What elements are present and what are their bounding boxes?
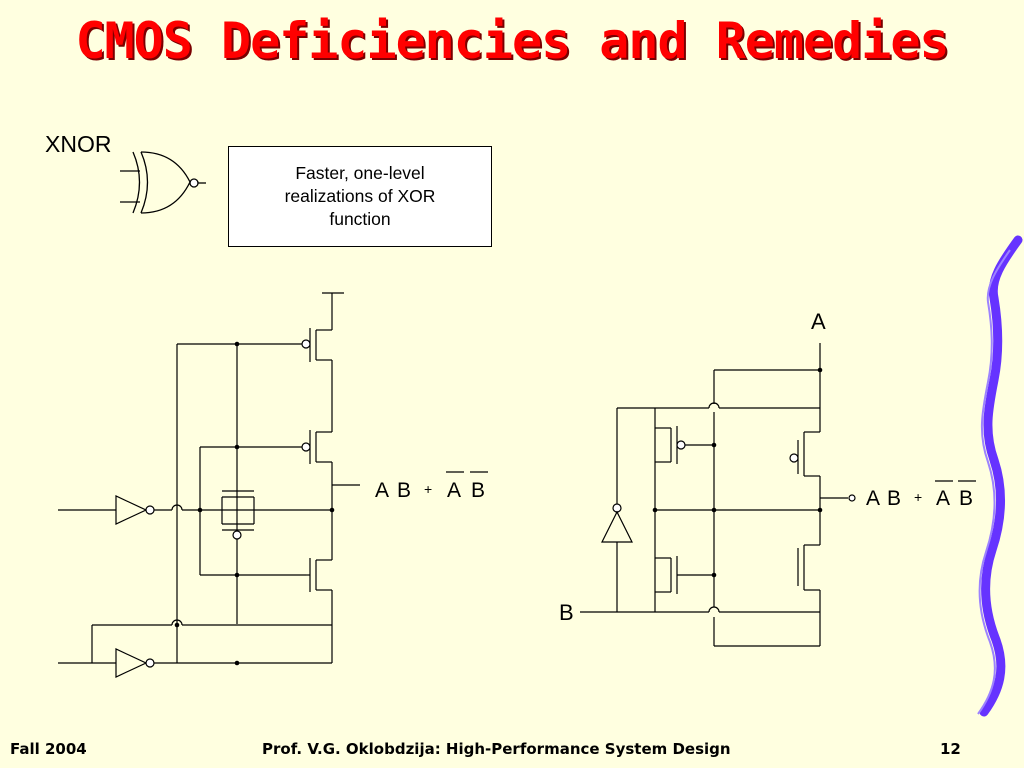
left-circuit-nodes <box>174 341 335 666</box>
right-expr-term-a: A <box>866 487 880 510</box>
footer-author: Prof. V.G. Oklobdzija: High-Performance … <box>262 740 731 758</box>
footer-page-number: 12 <box>940 740 961 758</box>
right-expr-term-b: B <box>887 487 901 510</box>
xnor-label: XNOR <box>45 131 112 157</box>
left-expr-term-a: A <box>375 479 389 502</box>
right-xor-circuit <box>580 343 856 647</box>
right-expr-term-a-bar: A <box>936 487 950 510</box>
right-output-expression: A B + A B <box>866 480 976 510</box>
callout-text: Faster, one-level realizations of XOR fu… <box>284 163 436 229</box>
slide-footer: Fall 2004 Prof. V.G. Oklobdzija: High-Pe… <box>0 740 1024 764</box>
right-circuit-nodes <box>652 367 823 578</box>
footer-date: Fall 2004 <box>10 740 87 758</box>
left-expr-plus: + <box>424 481 432 497</box>
left-xor-circuit <box>58 292 360 678</box>
right-input-a-label: A <box>811 309 826 334</box>
left-output-expression: A B + A B <box>375 471 488 502</box>
slide-title: CMOS Deficiencies and Remedies <box>75 12 949 70</box>
xnor-gate-symbol <box>120 151 206 214</box>
right-expr-term-b-bar: B <box>959 487 973 510</box>
right-expr-plus: + <box>914 489 922 505</box>
left-expr-term-b-bar: B <box>471 479 485 502</box>
left-expr-term-b: B <box>397 479 411 502</box>
decorative-ribbon <box>977 235 1023 717</box>
left-expr-term-a-bar: A <box>447 479 461 502</box>
right-input-b-label: B <box>559 600 574 625</box>
callout-box: Faster, one-level realizations of XOR fu… <box>228 146 492 247</box>
